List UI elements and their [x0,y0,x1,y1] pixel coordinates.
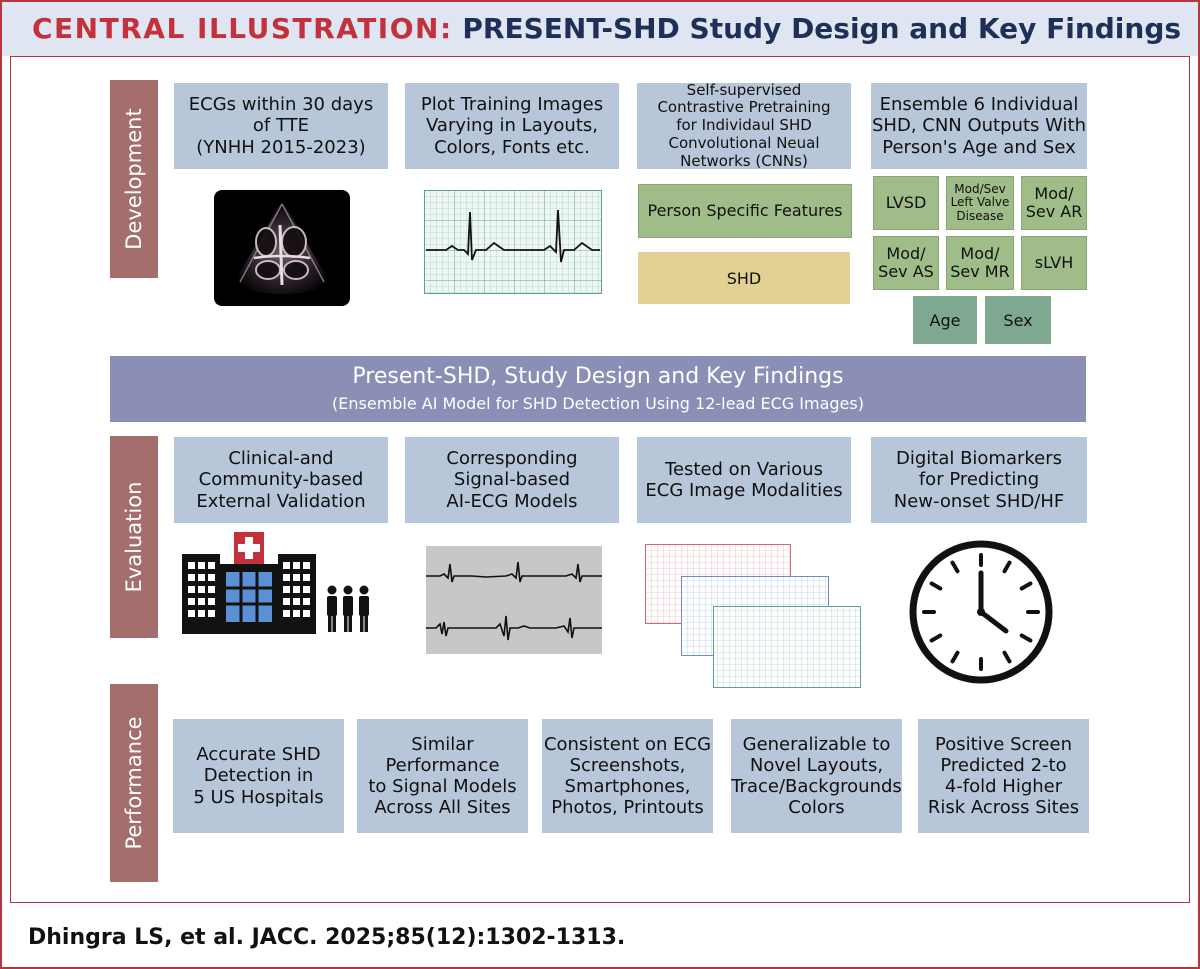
eval-box-validation: Clinical-and Community-based External Va… [174,437,388,523]
study-band-subtitle: (Ensemble AI Model for SHD Detection Usi… [332,394,864,413]
study-band: Present-SHD, Study Design and Key Findin… [110,356,1086,422]
development-side-label: Development [110,80,158,278]
cnn-output-slvh: sLVH [1021,236,1087,290]
figure-title: CENTRAL ILLUSTRATION: PRESENT-SHD Study … [32,12,1181,45]
person-features-box: Person Specific Features [638,184,852,238]
central-illustration-label: CENTRAL ILLUSTRATION: [32,12,453,45]
sex-box: Sex [985,296,1051,344]
performance-label-text: Performance [122,716,146,850]
perf-box-similar: Similar Performance to Signal Models Acr… [357,719,528,833]
performance-side-label: Performance [110,684,158,882]
ecg-grid-image [424,190,602,294]
cnn-output-left-valve: Mod/Sev Left Valve Disease [946,176,1014,230]
cnn-output-mr: Mod/ Sev MR [946,236,1014,290]
dev-box-training-images: Plot Training Images Varying in Layouts,… [405,83,619,169]
ecg-signal-image [426,546,602,654]
figure-title-text: PRESENT-SHD Study Design and Key Finding… [462,12,1182,45]
eval-box-biomarkers: Digital Biomarkers for Predicting New-on… [871,437,1087,523]
perf-box-positive-screen: Positive Screen Predicted 2-to 4-fold Hi… [918,719,1089,833]
shd-box: SHD [638,252,850,304]
dev-box-ensemble: Ensemble 6 Individual SHD, CNN Outputs W… [871,83,1087,169]
eval-box-modalities: Tested on Various ECG Image Modalities [637,437,851,523]
header-bar: CENTRAL ILLUSTRATION: PRESENT-SHD Study … [2,2,1198,56]
evaluation-side-label: Evaluation [110,436,158,638]
development-label-text: Development [122,108,146,250]
perf-box-accurate: Accurate SHD Detection in 5 US Hospitals [173,719,344,833]
cnn-output-lvsd: LVSD [873,176,939,230]
cnn-output-as: Mod/ Sev AS [873,236,939,290]
citation: Dhingra LS, et al. JACC. 2025;85(12):130… [28,925,626,950]
evaluation-label-text: Evaluation [122,481,146,593]
hospital-icon [182,532,316,634]
cnn-output-ar: Mod/ Sev AR [1021,176,1087,230]
eval-box-signal-models: Corresponding Signal-based AI-ECG Models [405,437,619,523]
dev-box-pretraining: Self-supervised Contrastive Pretraining … [637,81,851,169]
echocardiogram-image [214,190,350,306]
ecg-stacked-grids-image [645,544,861,688]
perf-box-consistent: Consistent on ECG Screenshots, Smartphon… [542,719,713,833]
perf-box-generalizable: Generalizable to Novel Layouts, Trace/Ba… [731,719,902,833]
study-band-title: Present-SHD, Study Design and Key Findin… [352,364,844,389]
dev-box-ecgs: ECGs within 30 days of TTE (YNHH 2015-20… [174,83,388,169]
clock-icon [909,540,1053,684]
people-icon [327,585,369,632]
age-box: Age [913,296,977,344]
